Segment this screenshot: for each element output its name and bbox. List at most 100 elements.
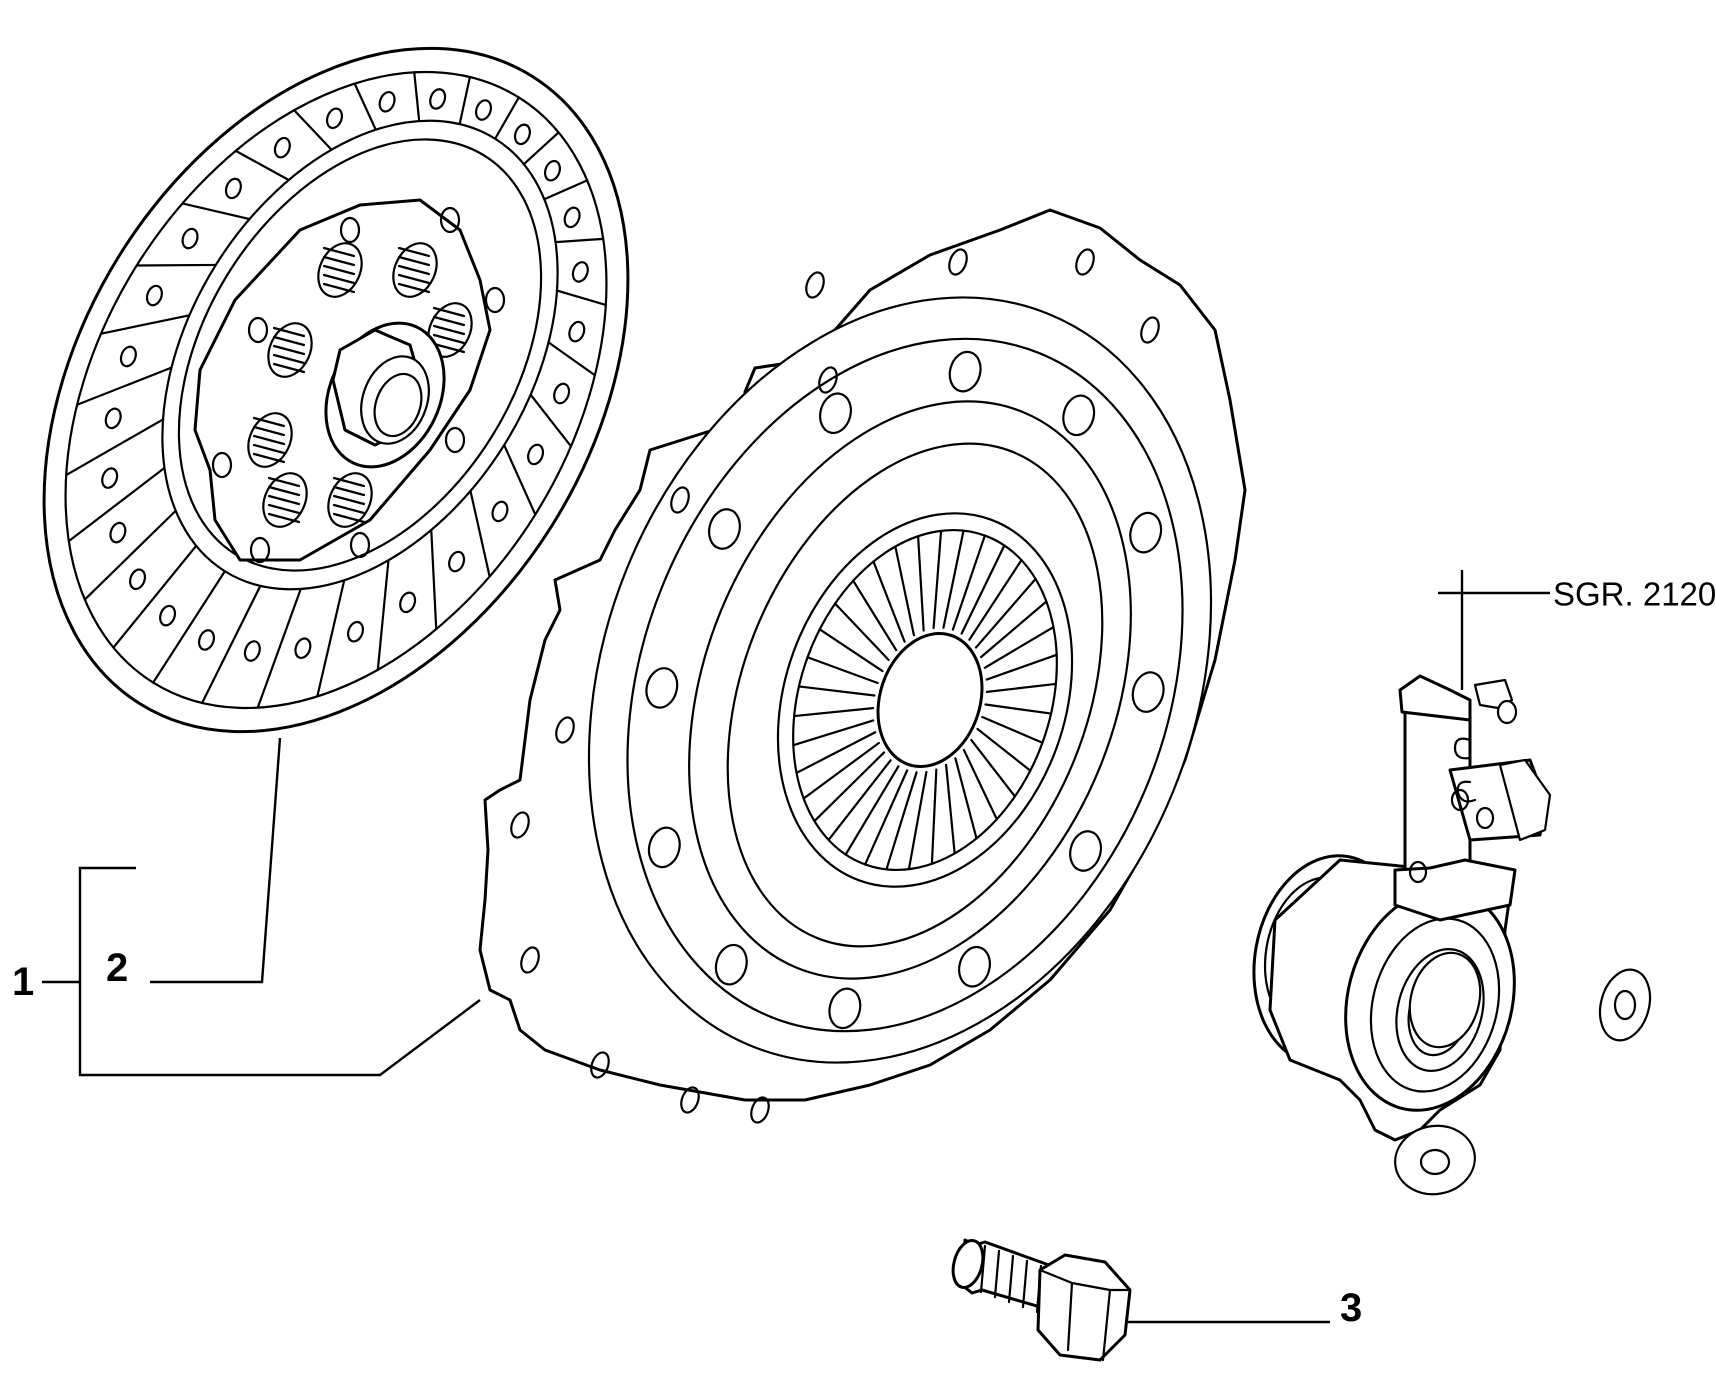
- rivet-hole: [197, 629, 216, 651]
- friction-slot: [503, 443, 537, 516]
- rivet-hole: [347, 620, 365, 643]
- cover-boss: [958, 945, 991, 988]
- friction-slot: [529, 393, 573, 448]
- flange-hole: [555, 716, 575, 744]
- callout-3: 3: [1340, 1286, 1362, 1330]
- diaphragm-finger: [985, 682, 1057, 694]
- friction-slot: [83, 509, 177, 601]
- cover-boss: [828, 987, 862, 1030]
- cover-boss: [1062, 394, 1096, 437]
- friction-slot: [152, 570, 226, 684]
- friction-slot: [353, 82, 377, 131]
- flange-hole: [1075, 248, 1095, 276]
- flange-hole: [948, 248, 968, 276]
- damper-spring: [247, 412, 293, 468]
- cover-boss: [1131, 671, 1165, 713]
- friction-slot: [555, 289, 607, 307]
- diaphragm-finger: [813, 751, 886, 823]
- cover-boss: [819, 392, 852, 435]
- rivet-hole: [104, 407, 122, 430]
- rivet-hole: [563, 206, 581, 229]
- thread: [1007, 1254, 1015, 1304]
- leader-1-bracket: [78, 866, 481, 1077]
- hub-hole: [211, 451, 233, 479]
- rivet-hole: [294, 637, 312, 660]
- diaphragm-finger: [951, 534, 986, 631]
- cover-boss: [714, 943, 748, 986]
- rivet-hole: [101, 467, 119, 489]
- flange-hole: [805, 271, 825, 299]
- friction-slot: [494, 96, 520, 140]
- hub-hole: [249, 536, 271, 564]
- diaphragm-finger: [885, 771, 918, 871]
- rivet-hole: [378, 90, 396, 113]
- diaphragm-finger: [797, 685, 876, 697]
- hub-hole: [339, 216, 361, 244]
- flange-hole: [818, 366, 838, 394]
- flange-holes: [510, 248, 1160, 1124]
- damper-spring: [427, 302, 473, 358]
- diaphragm-finger: [942, 529, 965, 629]
- cover-boss: [645, 667, 679, 709]
- leader-2: [150, 737, 282, 984]
- flange-hole: [510, 811, 530, 839]
- cover-boss: [948, 350, 982, 393]
- diaphragm-finger: [974, 577, 1037, 649]
- rivet-hole: [568, 320, 586, 343]
- diaphragm-finger: [852, 579, 898, 652]
- cover-boss: [1129, 511, 1163, 554]
- rivet-holes: [101, 88, 589, 662]
- rivet-hole: [273, 136, 291, 159]
- hub-hole: [444, 426, 466, 454]
- friction-slot: [67, 466, 166, 543]
- rivet-hole: [145, 284, 163, 307]
- diaphragm-finger: [960, 544, 1006, 635]
- release-bearing: [1252, 674, 1652, 1196]
- diaphragm-finger: [793, 706, 875, 718]
- diaphragm-finger: [833, 602, 890, 662]
- diaphragm-finger: [827, 759, 892, 842]
- friction-slot: [76, 366, 173, 406]
- clutch-disc: [42, 46, 630, 734]
- rivet-hole: [109, 521, 127, 544]
- mounting-screw: [951, 1238, 1132, 1362]
- diaphragm-finger: [981, 715, 1044, 744]
- friction-slot: [547, 341, 596, 377]
- friction-slots: [65, 71, 607, 709]
- diaphragm-finger: [864, 769, 909, 866]
- flange-hole: [520, 946, 540, 974]
- damper-spring: [317, 242, 363, 298]
- friction-slot: [413, 71, 421, 123]
- friction-slot: [316, 579, 346, 698]
- rivet-hole: [491, 500, 509, 523]
- friction-slot: [376, 559, 390, 671]
- leader-lines: [42, 570, 1550, 1324]
- diaphragm-finger: [795, 731, 877, 775]
- pressure-plate: [478, 208, 1247, 1124]
- diaphragm-finger: [985, 653, 1058, 681]
- friction-slot: [181, 202, 251, 221]
- friction-slot: [430, 528, 438, 631]
- diaphragm-finger: [844, 765, 900, 856]
- diaphragm-finger: [984, 703, 1053, 715]
- rivet-hole: [543, 159, 561, 182]
- rivet-hole: [571, 261, 589, 283]
- diaphragm-finger: [932, 529, 943, 630]
- diaphragm-finger: [954, 757, 978, 840]
- cover-boss: [1069, 830, 1103, 872]
- diaphragm-finger: [917, 535, 925, 632]
- rivet-hole: [325, 107, 343, 130]
- diaphragm-finger: [962, 748, 998, 821]
- diaphragm-finger: [806, 656, 879, 685]
- friction-slot: [293, 109, 333, 151]
- rivet-hole: [527, 443, 545, 466]
- hub-hole: [484, 286, 506, 314]
- friction-slot: [554, 237, 605, 244]
- friction-slot: [112, 544, 198, 649]
- friction-slot: [234, 149, 290, 182]
- friction-slot: [458, 75, 471, 126]
- rivet-hole: [224, 177, 242, 200]
- rivet-hole: [448, 550, 466, 573]
- hub-holes: [211, 206, 506, 564]
- cover-boss: [707, 508, 741, 550]
